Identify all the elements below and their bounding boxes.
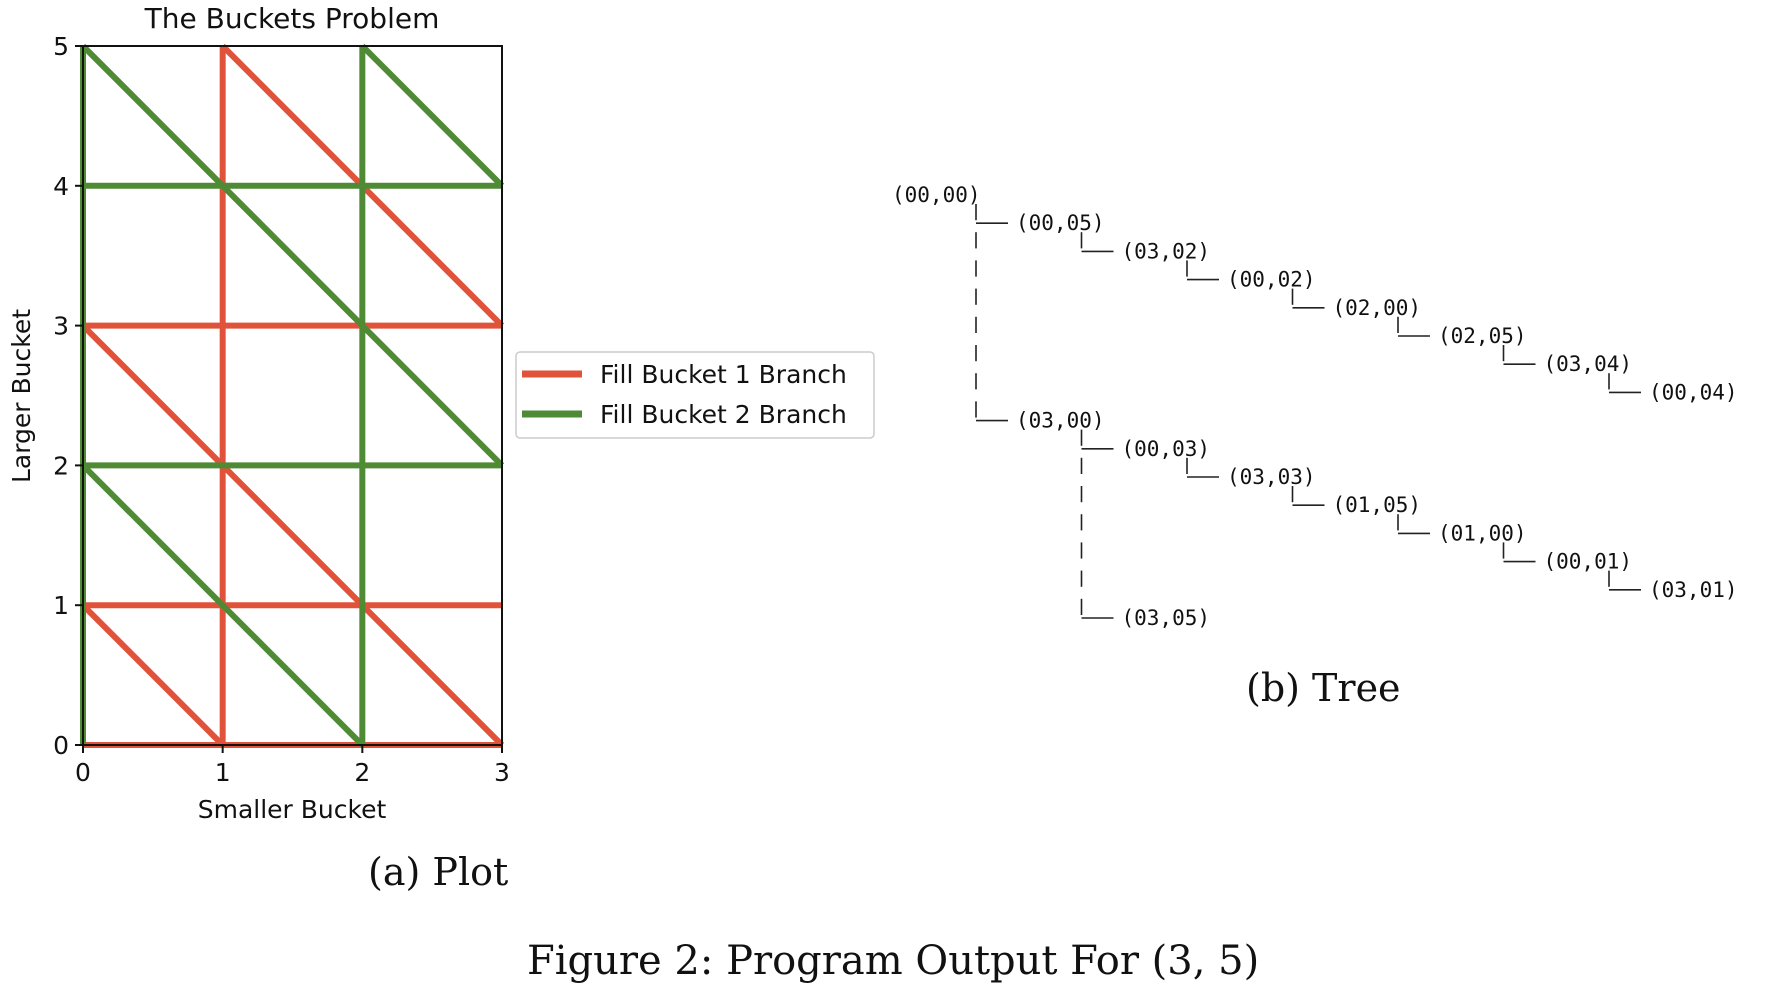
legend-box: [515, 351, 875, 439]
caption-plot: (a) Plot: [368, 850, 509, 894]
y-tick-label: 3: [53, 312, 69, 341]
x-tick-label: 3: [494, 758, 510, 787]
tree-node-label: (03,00): [1016, 409, 1105, 433]
tree-node-label: (02,00): [1333, 296, 1422, 320]
tree-node-label: (00,00): [892, 183, 981, 207]
plot-lines: [80, 43, 505, 748]
x-tick-label: 2: [354, 758, 370, 787]
y-tick-label: 1: [53, 591, 69, 620]
tree-node-label: (03,01): [1649, 578, 1738, 602]
tree-node-label: (03,04): [1544, 352, 1633, 376]
y-tick-label: 2: [53, 451, 69, 480]
tree-node-label: (00,01): [1544, 550, 1633, 574]
series-2-segment: [360, 43, 505, 188]
series-1-segment: [80, 603, 225, 748]
y-axis-ticks: 0 1 2 3 4 5: [53, 32, 83, 760]
y-tick-label: 4: [53, 172, 69, 201]
x-axis-label: Smaller Bucket: [198, 795, 387, 824]
bucket-plot: The Buckets Problem 0 1 2 3 0 1 2 3 4 5 Smaller …: [7, 2, 510, 824]
legend-label-fill-bucket-1: Fill Bucket 1 Branch: [600, 360, 847, 389]
tree-node-label: (00,02): [1227, 268, 1316, 292]
x-axis-ticks: 0 1 2 3: [75, 745, 510, 787]
caption-figure: Figure 2: Program Output For (3, 5): [527, 938, 1260, 984]
tree-node-label: (03,02): [1122, 239, 1211, 263]
tree-node-label: (03,05): [1122, 606, 1211, 630]
series-1-segment: [80, 323, 505, 748]
x-tick-label: 0: [75, 758, 91, 787]
legend-label-fill-bucket-2: Fill Bucket 2 Branch: [600, 400, 847, 429]
series-2-segment: [80, 463, 365, 748]
tree-node-label: (01,00): [1438, 521, 1527, 545]
tree-node-label: (01,05): [1333, 493, 1422, 517]
plot-title: The Buckets Problem: [144, 2, 440, 35]
state-tree: (00,00) (00,05) (03,02) (00,02) (02,00) (02,0…: [892, 183, 1738, 630]
tree-node-label: (00,05): [1016, 211, 1105, 235]
legend: Fill Bucket 1 Branch Fill Bucket 2 Branc…: [515, 351, 875, 439]
y-axis-label: Larger Bucket: [7, 309, 36, 483]
plot-frame: [82, 45, 503, 746]
tree-node-label: (00,04): [1649, 380, 1738, 404]
series-2-segment: [80, 43, 505, 468]
tree-node-label: (00,03): [1122, 437, 1211, 461]
x-tick-label: 1: [215, 758, 231, 787]
y-tick-label: 5: [53, 32, 69, 61]
tree-node-label: (03,03): [1227, 465, 1316, 489]
caption-tree: (b) Tree: [1246, 666, 1401, 710]
y-tick-label: 0: [53, 731, 69, 760]
tree-node-label: (02,05): [1438, 324, 1527, 348]
